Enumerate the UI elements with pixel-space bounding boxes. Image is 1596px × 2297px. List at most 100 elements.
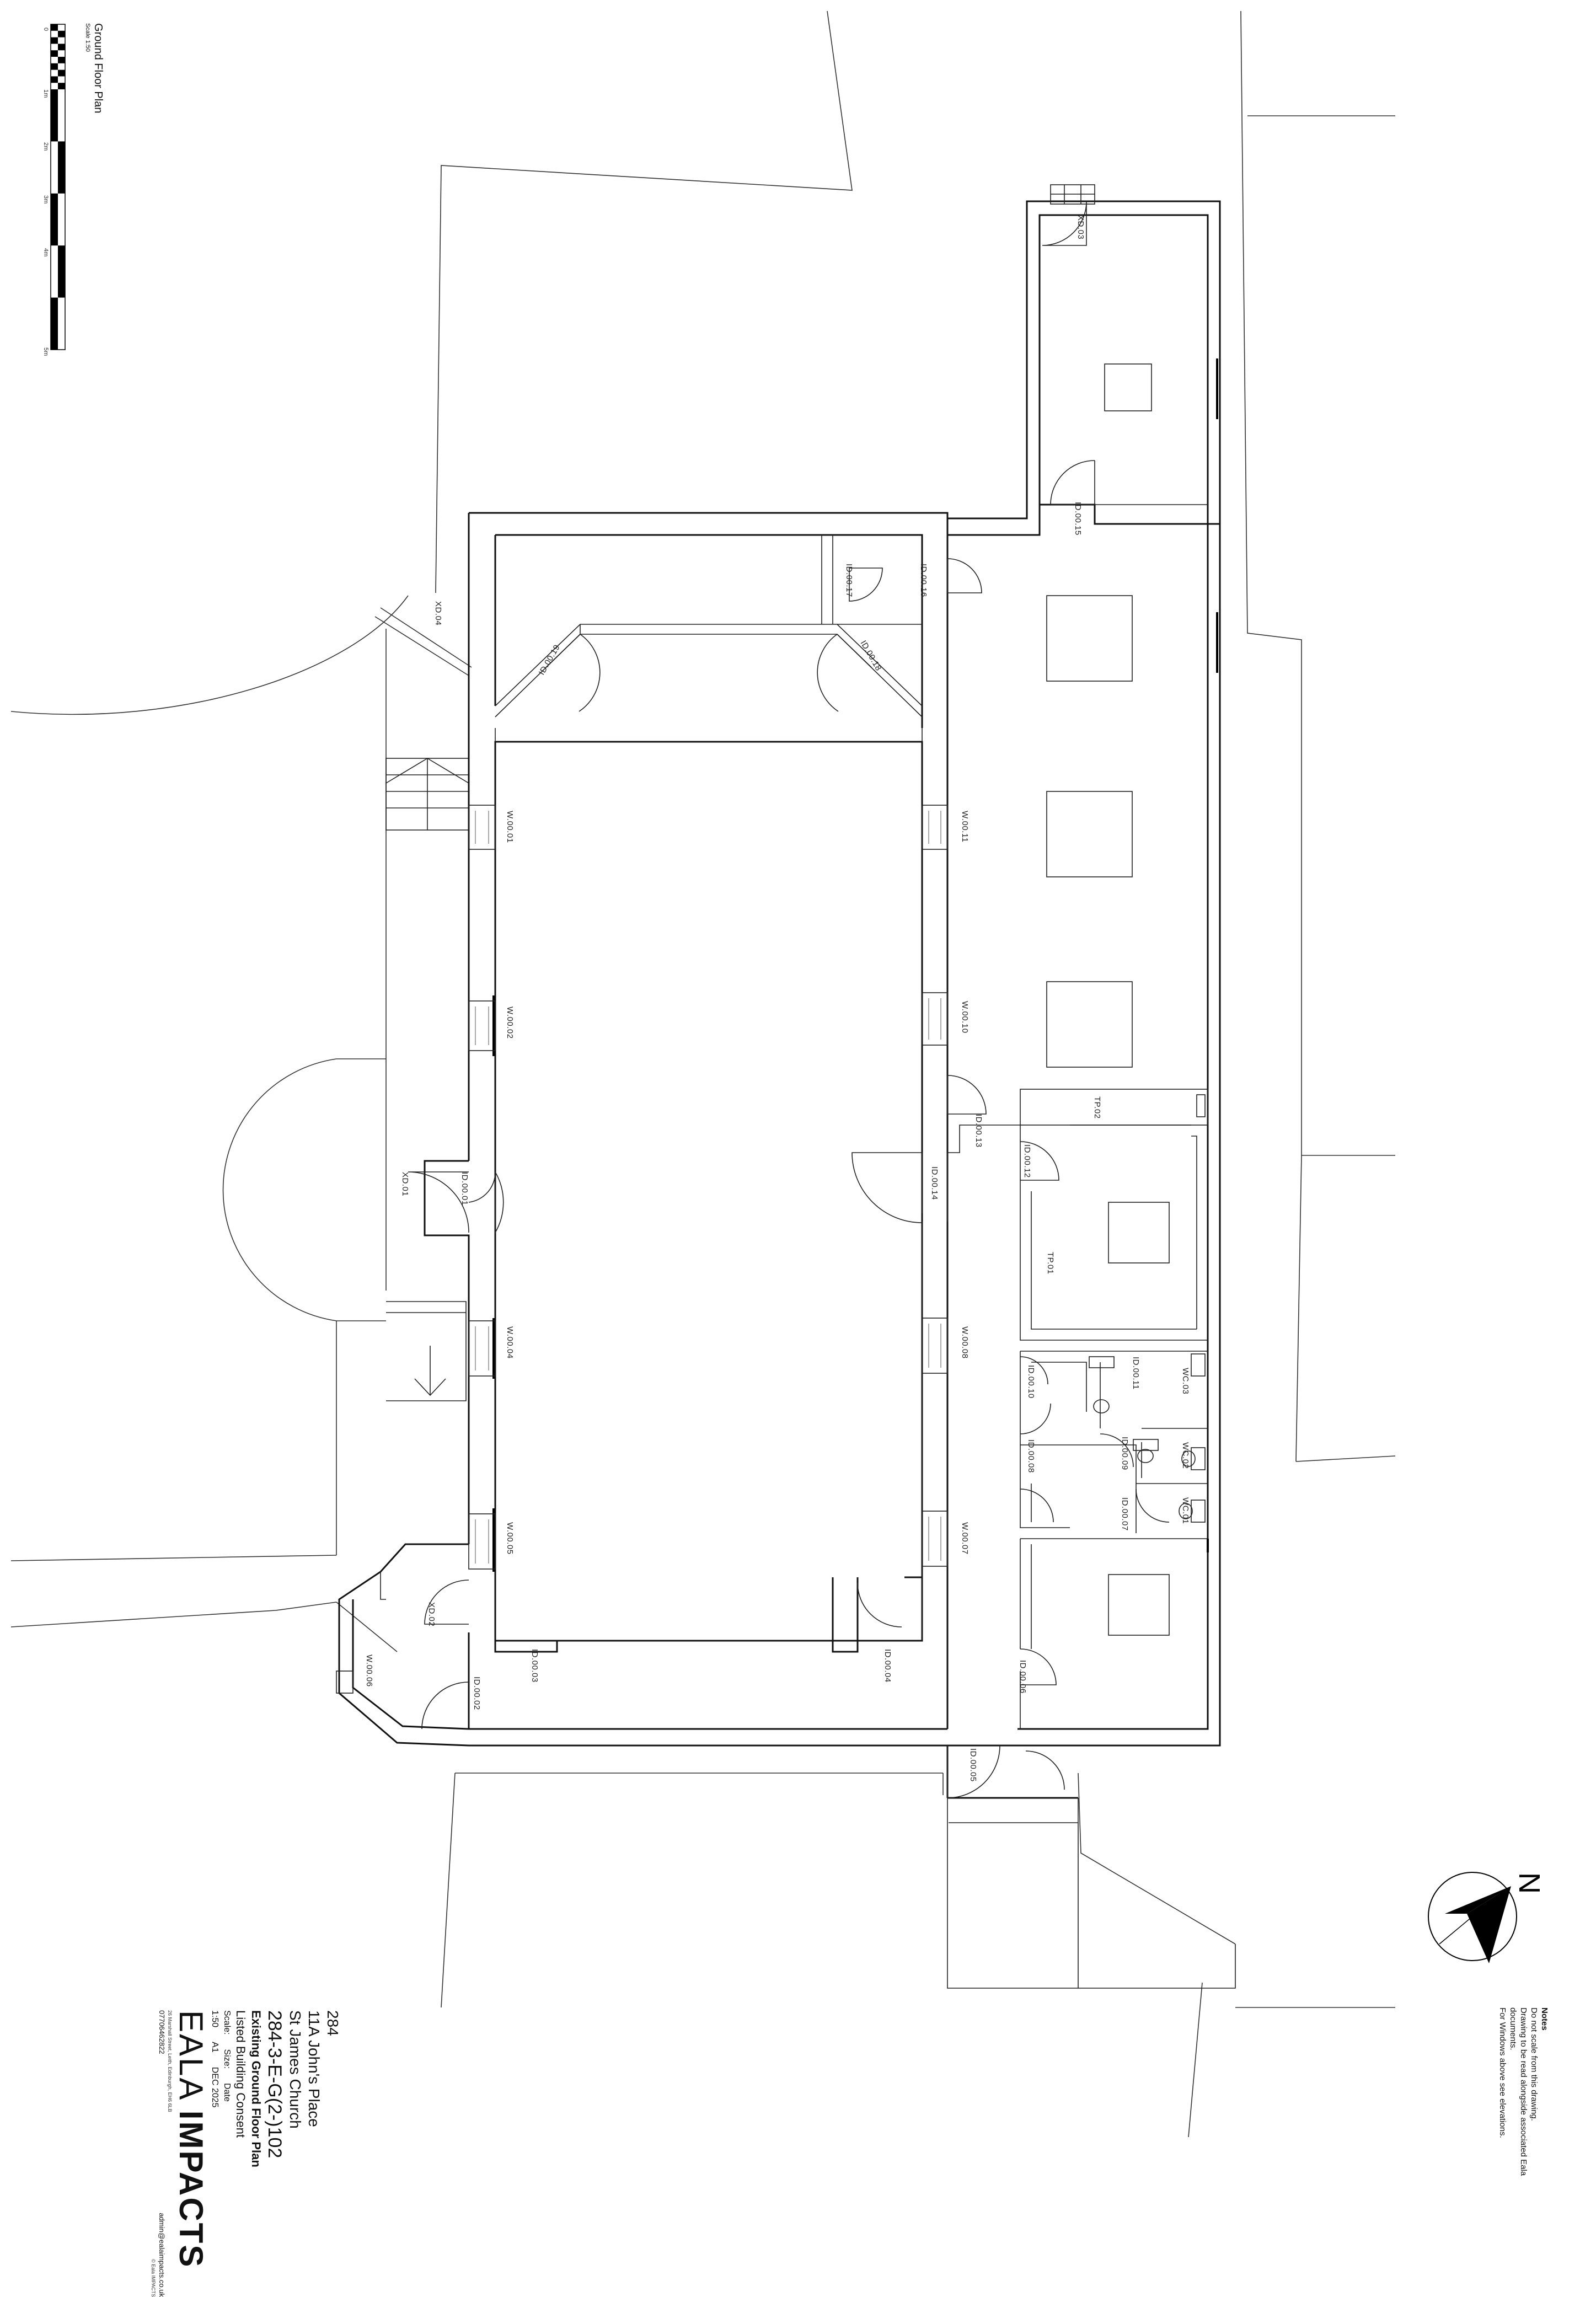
scale-cell (51, 24, 58, 31)
tag-tp01: TP.01 (1046, 1252, 1055, 1275)
tag-id07: ID.00.07 (1120, 1497, 1129, 1531)
partitions (821, 535, 1208, 1729)
scale-cell (51, 63, 58, 70)
drawing-number: 284-3-E-G(2-)102 (264, 2010, 285, 2159)
tag-w06: W.00.06 (365, 1655, 374, 1687)
scale-cell (51, 76, 58, 83)
tag-xd04: XD.04 (433, 601, 443, 625)
tag-id06: ID.00.06 (1018, 1660, 1027, 1694)
tag-w07: W.00.07 (960, 1522, 970, 1555)
scale-cell (51, 37, 58, 44)
north-label: N (1513, 1872, 1546, 1894)
meta-labels: Scale: Size: Date (221, 2010, 233, 2297)
meta-label-date: Date (222, 2083, 232, 2102)
tag-w01: W.00.01 (505, 811, 515, 843)
scale-cell (58, 44, 65, 51)
meta-value-date: DEC 2025 (210, 2066, 219, 2108)
tag-id04: ID.00.04 (883, 1649, 892, 1683)
drawing-status: Listed Building Consent (234, 2010, 248, 2138)
meta-value-size: A1 (210, 2042, 219, 2053)
scale-cell (58, 30, 65, 38)
ramp (386, 1301, 467, 1401)
address-line-2: St James Church (287, 2010, 304, 2129)
tag-id14: ID.00.14 (930, 1166, 939, 1200)
scale-tick-4: 4m (42, 248, 49, 256)
note-line: For Windows above see elevations. (1498, 2007, 1507, 2138)
scale-tick-5: 5m (42, 347, 49, 356)
email: admin@ealaimpacts.co.uk (158, 2213, 166, 2297)
tag-id10: ID.00.10 (1026, 1365, 1036, 1399)
tag-wc02: WC.02 (1181, 1442, 1190, 1469)
meta-label-size: Size: (222, 2049, 232, 2069)
tag-w11: W.00.11 (960, 811, 970, 842)
meta-label-scale: Scale: (222, 2010, 232, 2035)
note-line: documents. (1508, 2007, 1518, 2050)
rooflights (1046, 363, 1170, 1636)
tag-id16: ID.00.16 (919, 564, 928, 597)
tag-id12: ID.00.12 (1022, 1144, 1032, 1178)
tag-id09: ID.00.09 (1120, 1437, 1129, 1470)
note-line: Drawing to be read alongside associated … (1519, 2007, 1528, 2176)
tag-xd02: XD.02 (427, 1602, 436, 1626)
wc-fixtures (1089, 1353, 1206, 1523)
site-context (10, 10, 1396, 2138)
tag-xd03: XD.03 (1076, 215, 1085, 239)
tag-id08: ID.00.08 (1026, 1439, 1036, 1473)
scale-cell (58, 57, 65, 63)
door-swings (380, 201, 1170, 1798)
scale-cell (51, 193, 58, 246)
scale-bar: 0 1m 2m 3m 4m 5m (42, 24, 66, 356)
building-walls (338, 200, 1236, 1989)
tag-id03: ID.00.03 (530, 1649, 539, 1683)
phone: 07706462822 (158, 2010, 166, 2054)
scale-tick-2: 2m (42, 142, 49, 151)
scale-cell (58, 69, 65, 77)
tag-w05: W.00.05 (505, 1522, 515, 1555)
scale-tick-0: 0 (42, 28, 49, 31)
notes-heading: Notes (1540, 2007, 1549, 2031)
tag-id02: ID.00.02 (472, 1677, 481, 1710)
tag-id17: ID.00.17 (844, 564, 854, 597)
external-stair-north (385, 758, 469, 831)
tag-w08: W.00.08 (960, 1326, 970, 1359)
meta-value-scale: 1:50 (210, 2010, 219, 2028)
tag-xd01: XD.01 (400, 1172, 410, 1196)
tag-id11: ID.00.11 (1131, 1357, 1140, 1390)
company-name-bold: IMPACTS (173, 2110, 210, 2269)
title-block: 284 11A John's Place St James Church 284… (150, 2010, 342, 2297)
notes-block: Notes Do not scale from this drawing. Dr… (1497, 2007, 1550, 2176)
tag-tp02: TP.02 (1092, 1096, 1102, 1119)
scale-cell (58, 245, 65, 298)
tag-id15: ID.00.15 (1073, 502, 1083, 536)
tag-w10: W.00.10 (960, 1001, 970, 1034)
scale-heading: Ground Floor Plan Scale 1:50 (84, 23, 105, 113)
company-name-light: EALA (173, 2010, 210, 2111)
scale-cell (58, 141, 65, 194)
scale-tick-3: 3m (42, 195, 49, 204)
copyright: © Eala IMPACTS (151, 2259, 156, 2297)
tag-w02: W.00.02 (505, 1006, 515, 1039)
contact-row: 07706462822 admin@ealaimpacts.co.uk (157, 2010, 167, 2297)
scale-cell (58, 83, 65, 89)
note-line: Do not scale from this drawing. (1529, 2007, 1539, 2121)
address-line-1: 11A John's Place (306, 2010, 323, 2127)
windows (336, 358, 1218, 1694)
tag-wc01: WC.01 (1181, 1497, 1190, 1524)
north-arrow: N (1428, 1872, 1546, 1963)
scale-cell (51, 89, 58, 142)
tag-w04: W.00.04 (505, 1326, 515, 1359)
scale-title: Ground Floor Plan (92, 23, 104, 114)
scale-cell (51, 50, 58, 57)
project-number: 284 (324, 2010, 341, 2036)
porch-xd03 (1050, 184, 1095, 205)
drawing-title: Existing Ground Floor Plan (249, 2010, 263, 2167)
tag-id13: ID.00.13 (974, 1114, 983, 1148)
tag-id19: ID.00.19 (537, 643, 562, 677)
scale-cell (51, 297, 58, 350)
tag-id01: ID.00.01 (460, 1172, 469, 1206)
meta-values: 1:50 A1 DEC 2025 (208, 2010, 221, 2297)
company-logo: EALA IMPACTS (173, 2010, 210, 2297)
scale-tick-1: 1m (42, 89, 49, 98)
tag-wc03: WC.03 (1181, 1368, 1190, 1394)
